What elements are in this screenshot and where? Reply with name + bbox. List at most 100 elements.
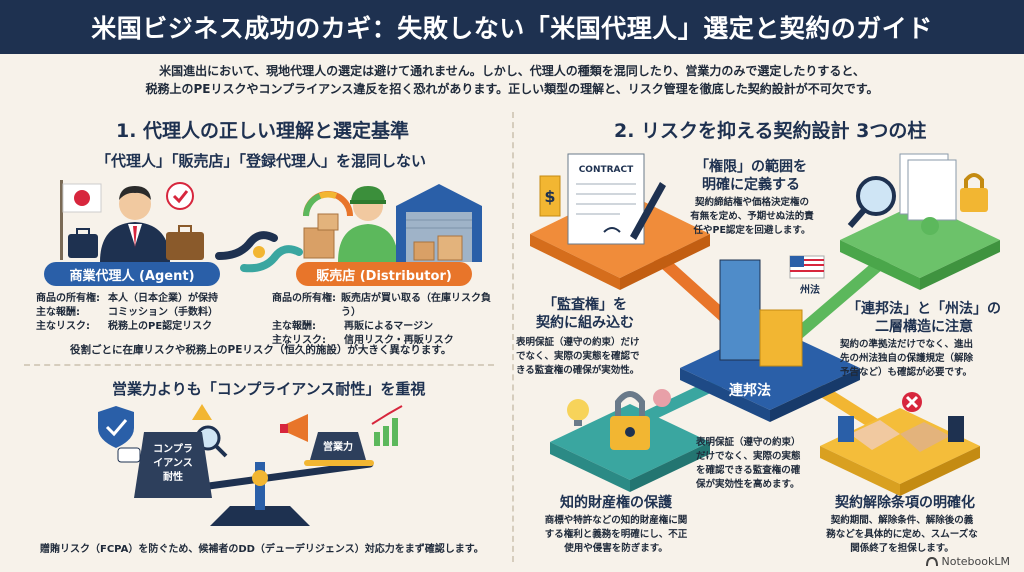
authority-title-line: 「権限」の範囲を [695,159,807,175]
authority-text-line: 任やPE認定を回避します。 [693,225,811,236]
distributor-illustration [303,184,482,262]
weight-label-line: コンプラ [153,442,193,455]
boxes-icon [303,213,339,259]
growth-chart-icon [371,405,403,446]
distributor-info-row: 主な報酬: 再販によるマージン [272,320,504,334]
federal-title-line: 二層構造に注意 [875,319,973,335]
weight-label-line: イアンス [153,457,192,469]
audit-center-line: を確認できる監査権の確 [696,465,801,476]
termination-text-line: 関係終了を担保します。 [850,543,954,554]
us-flag-icon [789,255,825,279]
federal-text-line: 契約の準拠法だけでなく、進出 [840,339,974,350]
distributor-label: 販売店 (Distributor) [296,262,472,286]
termination-text: 契約期間、解除条件、解除後の義 務などを具体的に定め、スムーズな 関係終了を担保… [808,514,996,556]
left-subtitle-1: 「代理人」「販売店」「登録代理人」を混同しない [96,152,427,170]
state-law-label: 州法 [799,283,820,296]
info-value: 本人（日本企業）が保持 [108,293,218,304]
audit-text: 表明保証（遵守の約束）だけ でなく、実際の実態を確認で きる監査権の確保が実効性… [516,336,666,378]
audit-text-line: 表明保証（遵守の約束）だけ [516,337,640,348]
audit-center-line: だけでなく、実際の実態 [696,451,801,462]
column-divider [512,112,514,562]
check-bubble-icon [166,182,194,210]
agent-info-row: 主なリスク:税務上のPE認定リスク [36,320,256,334]
info-value: 再販によるマージン [344,321,434,332]
info-value: 税務上のPE認定リスク [108,321,213,332]
worker-icon [338,186,398,262]
info-value: コミッション（手数料） [108,307,218,318]
weight-label-line: 耐性 [163,470,183,483]
agent-info: 商品の所有権: 本人（日本企業）が保持 主な報酬:コミッション（手数料） 主なリス… [36,292,256,334]
cancel-icon [902,392,922,412]
info-value: 販売店が買い取る（在庫リスク負う） [341,293,492,318]
distributor-info-row: 商品の所有権:販売店が買い取る（在庫リスク負う） [272,292,504,320]
notebooklm-logo-icon [925,556,938,566]
handshake-icon [838,416,964,452]
contract-document-icon: CONTRACT [567,153,645,245]
left-section-title: 1. 代理人の正しい理解と選定基準 [116,120,410,142]
price-tag-icon: $ [539,175,561,217]
sales-weight-label: 営業力 [323,440,353,453]
distributor-info: 商品の所有権:販売店が買い取る（在庫リスク負う） 主な報酬:再販によるマージン … [272,292,504,348]
compliance-weight: コンプラ イアンス 耐性 [134,432,212,498]
warning-icon [192,404,212,420]
agent-info-row: 商品の所有権: 本人（日本企業）が保持 [36,292,256,306]
fcpa-icon [117,447,141,463]
audit-center-line: 表明保証（遵守の約束） [696,437,801,448]
contract-pillars-diagram: CONTRACT $ [530,153,1000,496]
intro-line-2: 税務上のPEリスクやコンプライアンス違反を招く恐れがあります。正しい類型の理解と… [145,82,879,96]
ip-text-line: 使用や侵害を防ぎます。 [564,543,668,554]
intro-text: 米国進出において、現地代理人の選定は避けて通れません。しかし、代理人の種類を混同… [110,62,914,98]
contract-label: CONTRACT [579,165,634,175]
ip-lock-icon [610,391,650,450]
ip-text-line: 商標や特許などの知的財産権に関 [544,515,688,526]
page-title: 米国ビジネス成功のカギ：失敗しない「米国代理人」選定と契約のガイド [0,0,1024,54]
termination-tile [820,408,980,496]
left-subtitle-2: 営業力よりも「コンプライアンス耐性」を重視 [112,380,426,398]
role-risk-note: 役割ごとに在庫リスクや税務上のPEリスク（恒久的施設）が大きく異なります。 [70,344,452,356]
audit-title-line: 「監査権」を [543,297,627,313]
termination-text-line: 契約期間、解除条件、解除後の義 [830,515,974,526]
audit-title: 「監査権」を 契約に組み込む [520,296,650,332]
japan-flag-icon [60,180,102,260]
intro-line-1: 米国進出において、現地代理人の選定は避けて通れません。しかし、代理人の種類を混同… [159,64,865,78]
left-section-divider [24,364,494,366]
info-key: 商品の所有権: [36,293,100,304]
federal-text-line: 予告など）も確認が必要です。 [840,367,973,378]
fcpa-note: 贈賄リスク（FCPA）を防ぐため、候補者のDD（デューデリジェンス）対応力をまず… [40,544,484,555]
ip-text-line: する権利と義務を明確にし、不正 [544,529,688,540]
padlock-icon [960,173,988,212]
federal-state-title: 「連邦法」と「州法」の 二層構造に注意 [834,300,1014,336]
federal-state-text: 契約の準拠法だけでなく、進出 先の州法独自の保護規定（解除 予告など）も確認が必… [840,338,1012,380]
brain-icon [653,389,671,407]
authority-text: 契約締結権や価格決定権の 有無を定め、予期せぬ法的責 任やPE認定を回避します。 [662,196,842,238]
balance-scale-illustration: コンプラ イアンス 耐性 営業力 [98,404,403,526]
authority-title-line: 明確に定義する [702,177,800,193]
termination-title: 契約解除条項の明確化 [835,495,975,511]
agent-info-row: 主な報酬:コミッション（手数料） [36,306,256,320]
federal-state-tile [840,202,1000,290]
brand-label: NotebookLM [941,555,1010,568]
info-value: 信用リスク・再販リスク [344,335,454,346]
federal-text-line: 先の州法独自の保護規定（解除 [840,353,974,364]
federal-title-line: 「連邦法」と「州法」の [847,301,1001,317]
sales-weight: 営業力 [304,432,374,466]
right-section-title: 2. リスクを抑える契約設計 3つの柱 [614,120,927,142]
info-key: 主な報酬: [272,321,316,332]
gauge-icon [303,191,353,217]
authority-title: 「権限」の範囲を 明確に定義する [676,158,826,194]
businessman-icon [100,186,170,262]
authority-text-line: 有無を定め、予期せぬ法的責 [690,211,814,222]
ip-text: 商標や特許などの知的財産権に関 する権利と義務を明確にし、不正 使用や侵害を防ぎ… [536,514,696,556]
info-key: 主なリスク: [272,335,326,346]
shield-check-icon [98,406,134,448]
briefcase-icon [68,225,204,260]
audit-center-line: 保が実効性を高めます。 [696,479,800,490]
audit-text-line: きる監査権の確保が実効性。 [516,365,640,376]
pen-icon [630,182,666,240]
notebooklm-brand: NotebookLM [925,555,1010,568]
ip-title: 知的財産権の保護 [560,495,672,511]
distributor-info-row: 主なリスク: 信用リスク・再販リスク [272,334,504,348]
office-buildings-icon [719,259,803,367]
agent-label: 商業代理人 (Agent) [44,262,220,286]
megaphone-icon [280,414,308,442]
